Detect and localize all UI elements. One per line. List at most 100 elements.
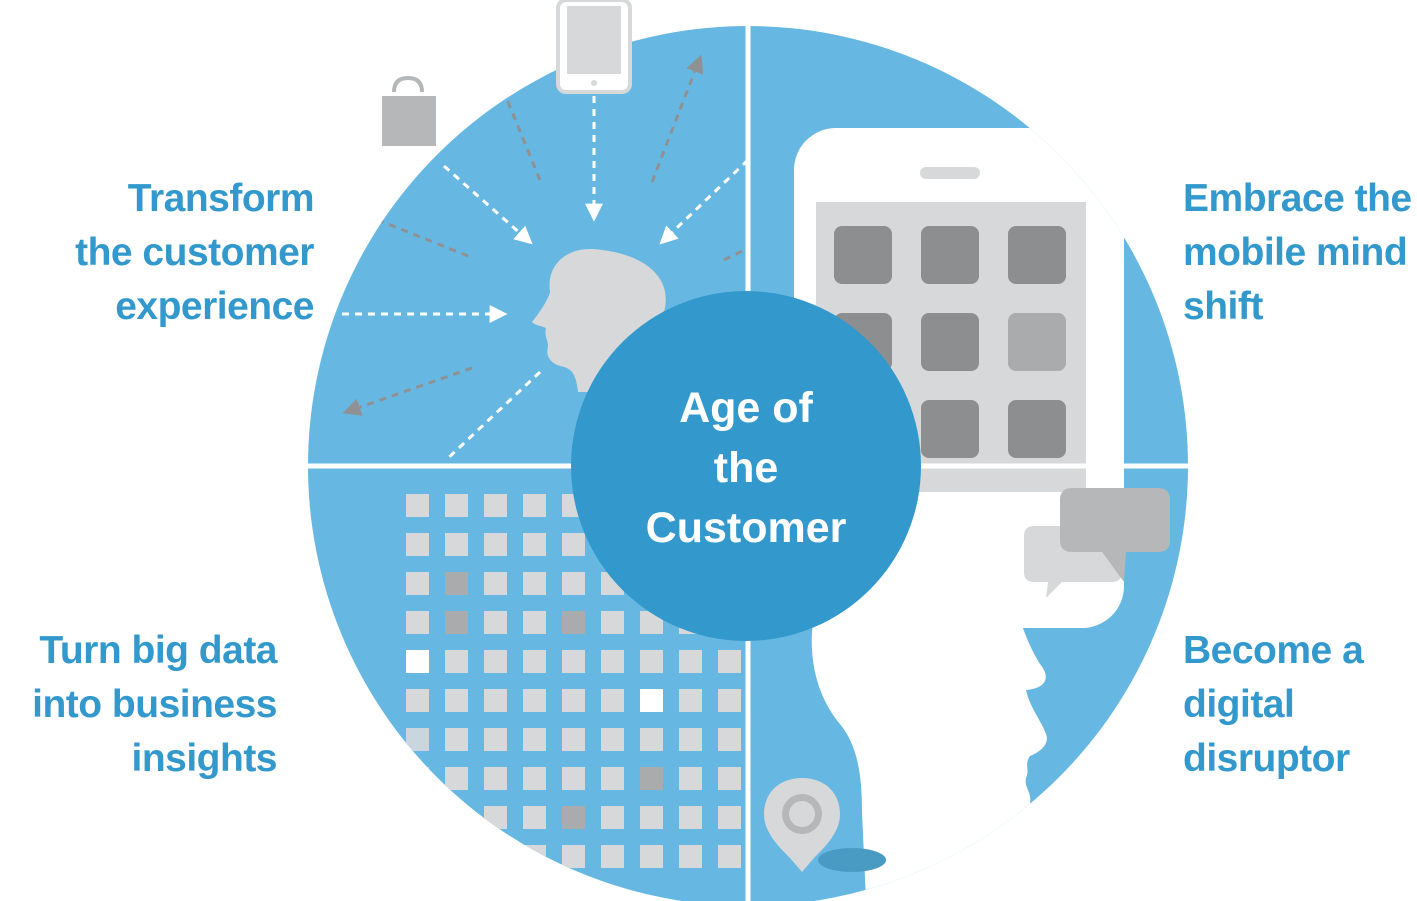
label-line: mobile mind bbox=[1183, 231, 1408, 274]
center-title-line: Customer bbox=[645, 504, 847, 552]
data-grid-cell bbox=[562, 767, 585, 790]
data-grid-cell bbox=[484, 494, 507, 517]
label-line: disruptor bbox=[1183, 737, 1350, 780]
label-line: Turn big data bbox=[39, 629, 277, 672]
data-grid-cell bbox=[718, 728, 741, 751]
center-title: Age of the Customer bbox=[572, 378, 920, 558]
data-grid-cell bbox=[406, 611, 429, 634]
data-grid-cell bbox=[406, 650, 429, 673]
data-grid-cell bbox=[679, 728, 702, 751]
data-grid-cell bbox=[523, 611, 546, 634]
data-grid-cell bbox=[445, 689, 468, 712]
data-grid-cell bbox=[484, 650, 507, 673]
center-title-line: the bbox=[713, 444, 779, 492]
data-grid-cell bbox=[640, 650, 663, 673]
smartphone-speaker bbox=[920, 167, 980, 179]
data-grid-cell bbox=[523, 845, 546, 868]
data-grid-cell bbox=[523, 650, 546, 673]
data-grid-cell bbox=[406, 572, 429, 595]
data-grid-cell bbox=[718, 767, 741, 790]
data-grid-cell bbox=[445, 728, 468, 751]
shopping-bag-icon bbox=[382, 75, 436, 146]
data-grid-cell bbox=[601, 845, 624, 868]
data-grid-cell bbox=[484, 767, 507, 790]
data-grid-cell bbox=[406, 806, 429, 829]
data-grid-cell bbox=[406, 533, 429, 556]
data-grid-cell bbox=[484, 845, 507, 868]
chat-bubbles-icon bbox=[1024, 488, 1170, 598]
data-grid-cell bbox=[484, 611, 507, 634]
label-embrace-mobile-mind-shift: Embrace the mobile mind shift bbox=[1183, 172, 1412, 334]
data-grid-cell bbox=[445, 845, 468, 868]
data-grid-cell bbox=[406, 845, 429, 868]
data-grid-cell bbox=[484, 806, 507, 829]
data-grid-cell bbox=[718, 650, 741, 673]
data-grid-cell bbox=[718, 845, 741, 868]
label-line: the customer bbox=[75, 231, 314, 274]
data-grid-cell bbox=[601, 728, 624, 751]
label-line: Become a bbox=[1183, 629, 1364, 672]
data-grid-cell bbox=[523, 572, 546, 595]
data-grid-cell bbox=[445, 806, 468, 829]
data-grid-cell bbox=[640, 689, 663, 712]
data-grid-cell bbox=[601, 767, 624, 790]
data-grid-cell bbox=[640, 845, 663, 868]
label-transform-customer-experience: Transform the customer experience bbox=[75, 172, 314, 334]
data-grid-cell bbox=[562, 728, 585, 751]
data-grid-cell bbox=[562, 650, 585, 673]
label-line: digital bbox=[1183, 683, 1295, 726]
data-grid-cell bbox=[445, 494, 468, 517]
data-grid-cell bbox=[679, 650, 702, 673]
data-grid-cell bbox=[718, 689, 741, 712]
data-grid-cell bbox=[445, 572, 468, 595]
data-grid-cell bbox=[679, 689, 702, 712]
data-grid-cell bbox=[406, 728, 429, 751]
data-grid-cell bbox=[679, 806, 702, 829]
data-grid-cell bbox=[523, 728, 546, 751]
label-line: insights bbox=[131, 737, 277, 780]
data-grid-cell bbox=[562, 689, 585, 712]
data-grid-cell bbox=[445, 767, 468, 790]
data-grid-cell bbox=[562, 572, 585, 595]
data-grid-cell bbox=[601, 650, 624, 673]
data-grid-cell bbox=[406, 767, 429, 790]
data-grid-cell bbox=[406, 494, 429, 517]
map-pin-icon bbox=[764, 778, 840, 872]
data-grid-cell bbox=[484, 572, 507, 595]
data-grid-cell bbox=[640, 767, 663, 790]
data-grid-cell bbox=[445, 650, 468, 673]
label-line: into business bbox=[32, 683, 277, 726]
center-title-line: Age of bbox=[679, 384, 813, 432]
data-grid-cell bbox=[523, 533, 546, 556]
inward-arrows bbox=[342, 96, 750, 462]
data-grid-cell bbox=[601, 689, 624, 712]
data-grid-cell bbox=[679, 767, 702, 790]
data-grid-cell bbox=[601, 611, 624, 634]
data-grid-cell bbox=[484, 728, 507, 751]
label-turn-big-data-into-insights: Turn big data into business insights bbox=[32, 624, 277, 786]
tablet-icon bbox=[556, 0, 632, 94]
data-grid-cell bbox=[640, 728, 663, 751]
data-grid-cell bbox=[718, 806, 741, 829]
data-grid-cell bbox=[523, 767, 546, 790]
data-grid-cell bbox=[562, 806, 585, 829]
data-grid-cell bbox=[601, 806, 624, 829]
map-pin-shadow bbox=[818, 848, 886, 872]
label-line: shift bbox=[1183, 285, 1263, 328]
center-circle bbox=[571, 291, 921, 641]
data-grid-cell bbox=[562, 845, 585, 868]
data-grid-cell bbox=[445, 533, 468, 556]
data-grid-cell bbox=[562, 611, 585, 634]
label-become-digital-disruptor: Become a digital disruptor bbox=[1183, 624, 1364, 786]
data-grid-cell bbox=[640, 806, 663, 829]
data-grid-cell bbox=[523, 806, 546, 829]
data-grid-cell bbox=[562, 533, 585, 556]
label-line: Embrace the bbox=[1183, 177, 1412, 220]
label-line: experience bbox=[115, 285, 314, 328]
data-grid-cell bbox=[523, 494, 546, 517]
data-grid-cell bbox=[484, 689, 507, 712]
label-line: Transform bbox=[127, 177, 315, 220]
data-grid-cell bbox=[406, 689, 429, 712]
disruptor-head-icon bbox=[811, 531, 1047, 901]
